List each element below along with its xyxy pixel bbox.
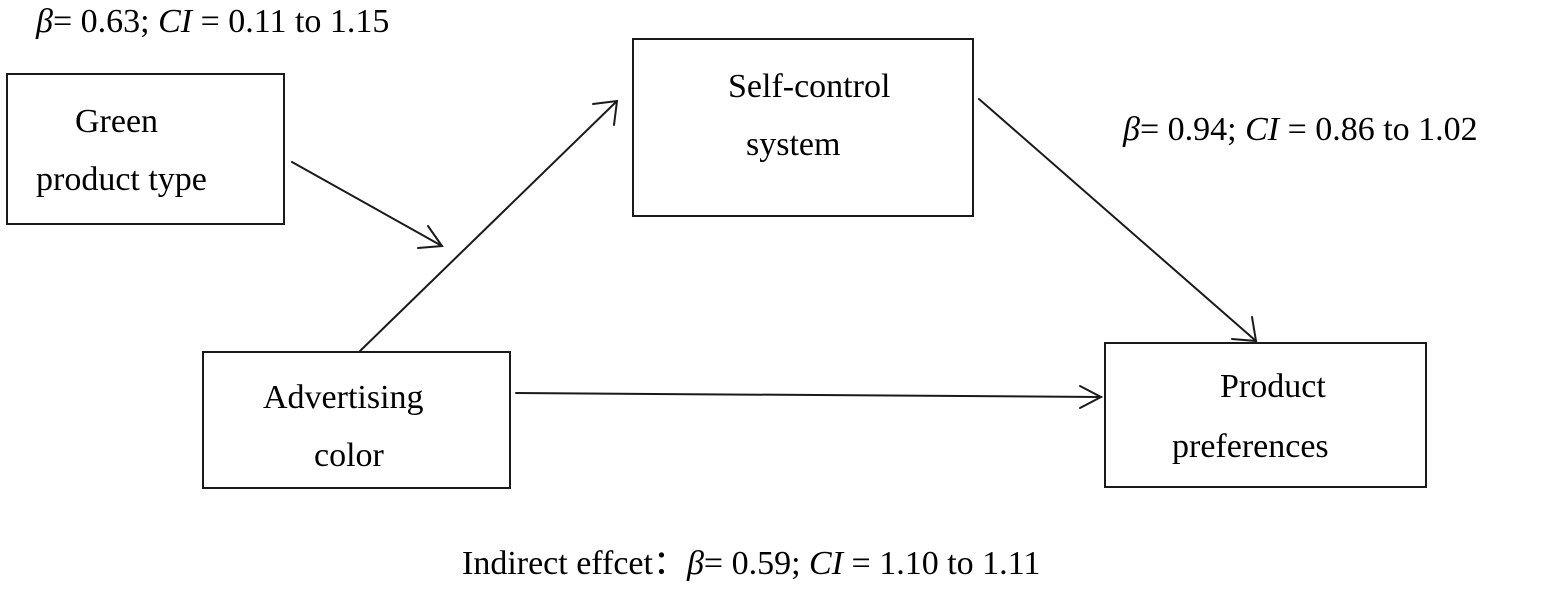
- mediator-outcome-stat: β= 0.94; CI = 0.86 to 1.02: [1123, 110, 1478, 150]
- indirect-beta-value: = 0.59;: [703, 545, 810, 582]
- moderation-beta-symbol: β: [36, 3, 53, 40]
- a-path-arrow: [359, 100, 618, 352]
- b-path-arrow: [978, 98, 1257, 342]
- node-product-preferences-line1: Product: [1220, 368, 1326, 405]
- node-self-control-system-line1: Self-control: [728, 68, 891, 105]
- moderation-arrowhead: [417, 225, 444, 249]
- moderation-arrow: [291, 161, 443, 247]
- a-path-arrowhead: [592, 99, 619, 126]
- mediator-outcome-beta-value: = 0.94;: [1139, 111, 1246, 148]
- node-product-preferences-line2: preferences: [1172, 428, 1329, 465]
- mediator-outcome-beta-symbol: β: [1123, 111, 1140, 148]
- node-green-product-type-line1: Green: [75, 103, 159, 140]
- moderation-stat: β= 0.63; CI = 0.11 to 1.15: [36, 2, 389, 42]
- b-path-arrowhead: [1231, 316, 1258, 343]
- indirect-beta-symbol: β: [686, 545, 704, 582]
- node-green-product-type: Green product type: [6, 73, 285, 225]
- direct-path-arrow: [515, 392, 1102, 398]
- indirect-effect-prefix: Indirect effcet：: [462, 545, 687, 582]
- node-green-product-type-line2: product type: [36, 161, 207, 198]
- node-product-preferences: Product preferences: [1104, 342, 1427, 488]
- mediator-outcome-ci-symbol: CI: [1245, 111, 1280, 148]
- moderation-ci-symbol: CI: [158, 3, 193, 40]
- node-advertising-color-line2: color: [314, 437, 384, 474]
- indirect-ci-symbol: CI: [809, 545, 844, 582]
- indirect-effect-stat: Indirect effcet：β= 0.59; CI = 1.10 to 1.…: [462, 544, 1040, 584]
- node-advertising-color: Advertising color: [202, 351, 511, 489]
- direct-path-arrowhead: [1079, 385, 1104, 409]
- mediator-outcome-ci-value: = 0.86 to 1.02: [1279, 111, 1478, 148]
- node-self-control-system-line2: system: [746, 126, 841, 163]
- node-self-control-system: Self-control system: [632, 38, 974, 217]
- moderation-beta-value: = 0.63;: [52, 3, 159, 40]
- node-advertising-color-line1: Advertising: [263, 379, 424, 416]
- moderation-ci-value: = 0.11 to 1.15: [192, 3, 390, 40]
- indirect-ci-value: = 1.10 to 1.11: [843, 545, 1041, 582]
